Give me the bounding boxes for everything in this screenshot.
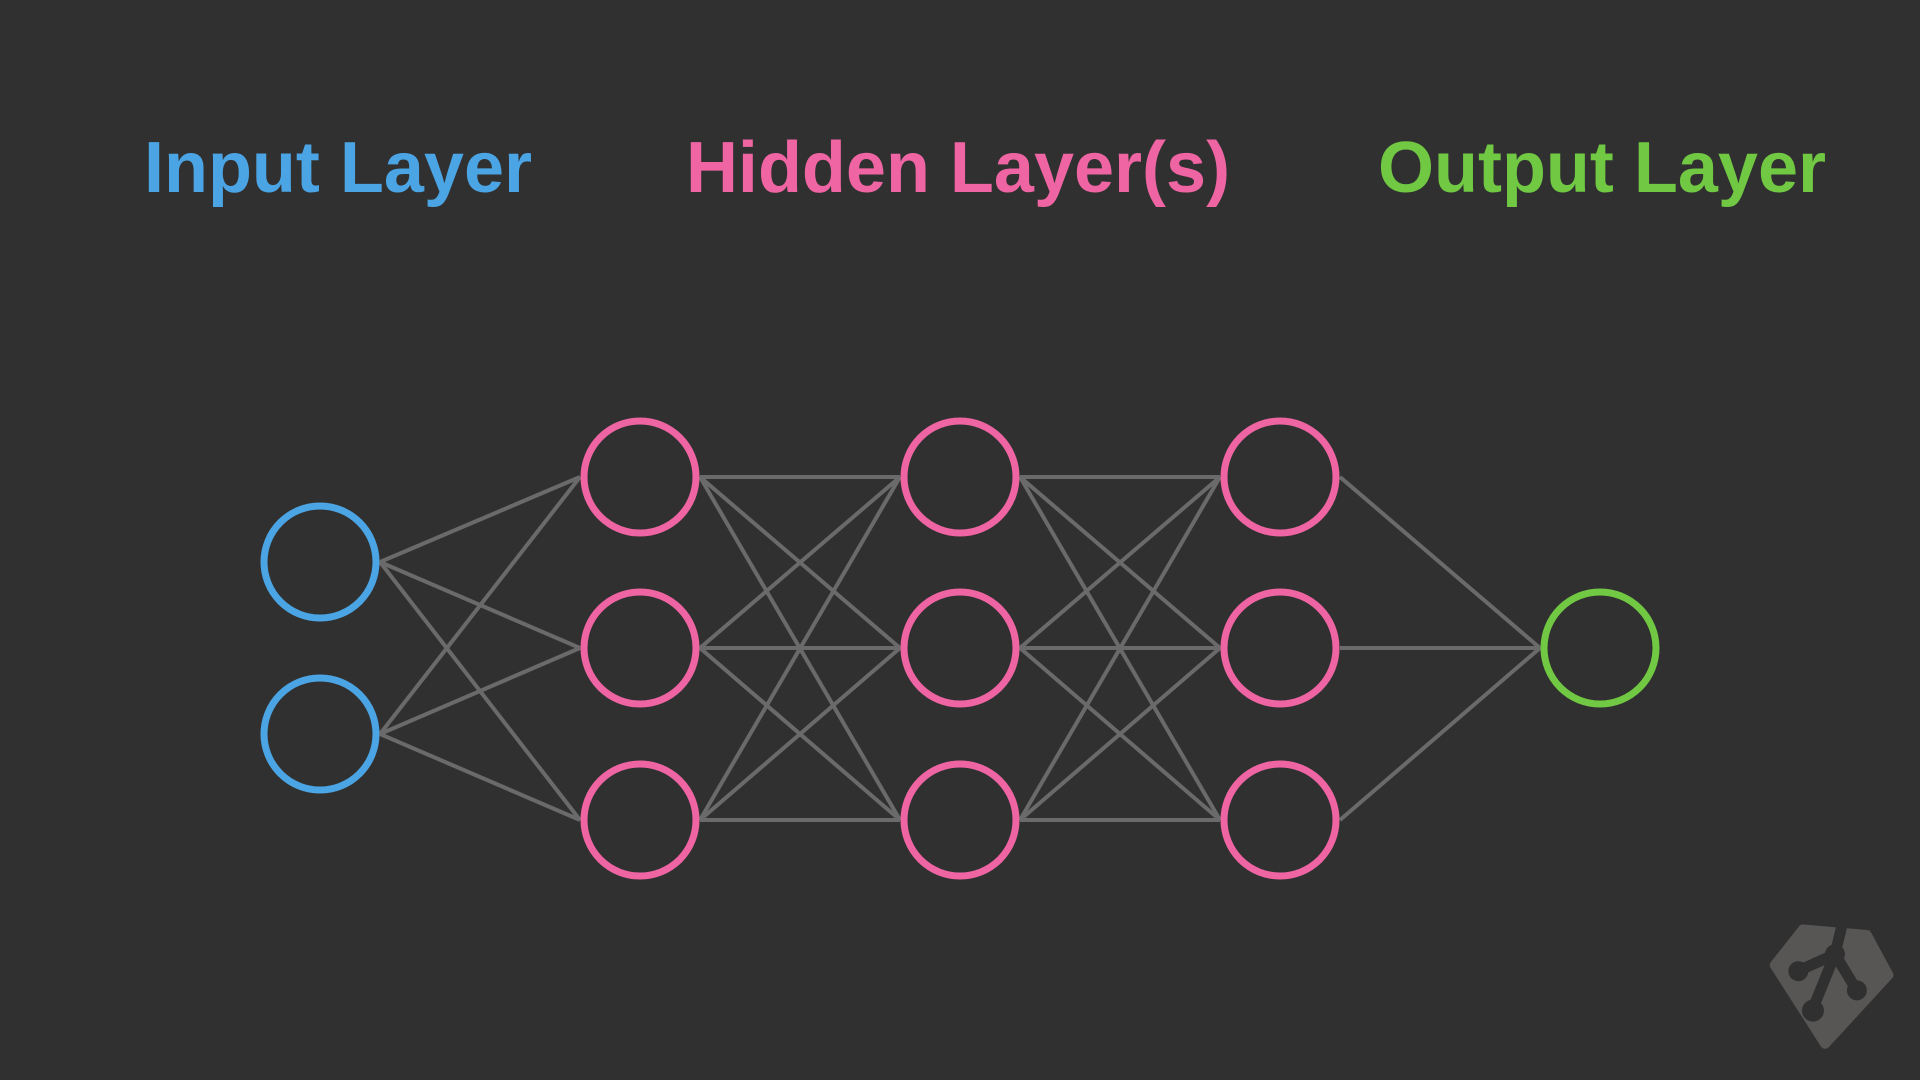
- hidden-layer-3-node: [1220, 760, 1340, 880]
- hidden-layer-2-node: [900, 417, 1020, 537]
- logo-shield: [1769, 924, 1894, 1049]
- hidden-layer-1-node: [580, 760, 700, 880]
- connection-line: [1018, 646, 1222, 822]
- connection-line: [379, 646, 581, 736]
- hidden-layer-3-node: [1220, 588, 1340, 708]
- connection-line: [698, 646, 902, 822]
- connection-line: [1018, 475, 1222, 650]
- connection-line: [379, 475, 581, 564]
- hidden-layer-title: Hidden Layer(s): [685, 128, 1231, 208]
- connection-line: [1018, 475, 1222, 822]
- connection-line: [378, 475, 582, 736]
- hidden-layer-2-node: [900, 588, 1020, 708]
- hidden-layer-3-node: [1220, 417, 1340, 537]
- neuron-nodes: [260, 417, 1660, 880]
- input-layer-node: [260, 502, 380, 622]
- connection-line: [698, 475, 902, 822]
- output-layer-title: Output Layer: [1377, 128, 1827, 208]
- connection-line: [1338, 475, 1542, 650]
- hidden-layer-2-node: [900, 760, 1020, 880]
- input-layer-title: Input Layer: [143, 128, 533, 208]
- connection-line: [698, 475, 902, 650]
- frog-foot-icon: [1788, 923, 1867, 1022]
- output-layer-node: [1540, 588, 1660, 708]
- connection-line: [1338, 646, 1542, 822]
- input-layer-node: [260, 674, 380, 794]
- treehouse-logo: [1769, 923, 1894, 1049]
- hidden-layer-1-node: [580, 588, 700, 708]
- connection-line: [379, 732, 581, 822]
- hidden-layer-1-node: [580, 417, 700, 537]
- connection-lines: [378, 475, 1542, 822]
